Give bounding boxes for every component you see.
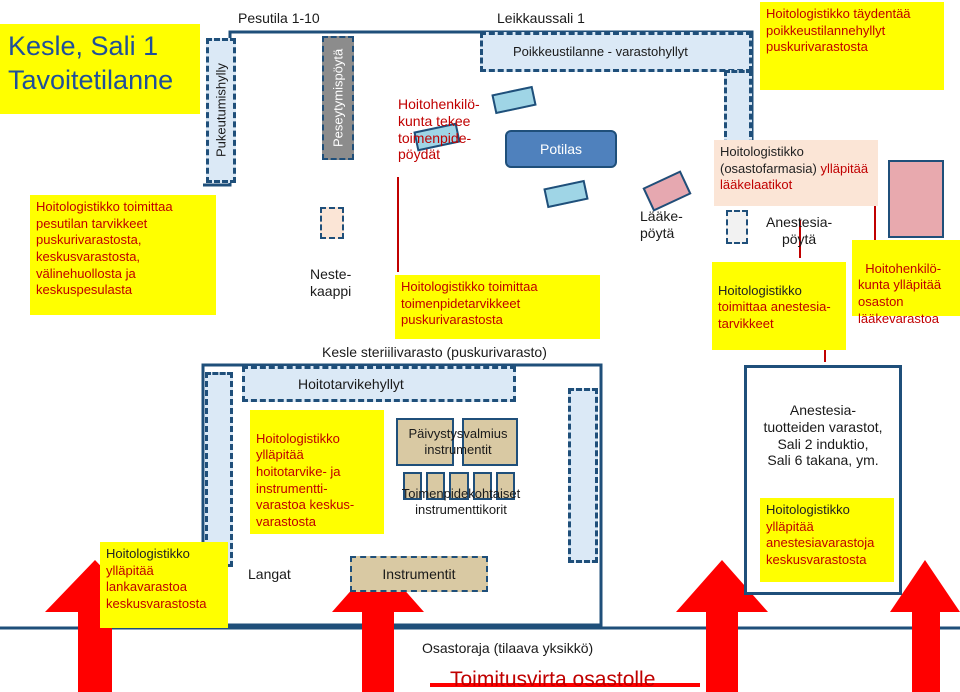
pesutila-note-dark: pesutilan tarvikkeet puskurivarastosta, … (36, 215, 148, 298)
osastoraja-label: Osastoraja (tilaava yksikkö) (422, 640, 594, 656)
laakevarasto-box (888, 160, 944, 238)
hoitotarvikehyllyt-shelf (242, 366, 516, 402)
toimitusvirta-label: Toimitusvirta osastolle (450, 668, 656, 691)
sali-room-outline (203, 30, 754, 190)
storage-room-outline (201, 363, 603, 627)
leikkaussali-label: Leikkaussali 1 (497, 10, 585, 26)
anestesiatarvikkeet-note: Hoitologistikko toimittaa anestesia- tar… (712, 262, 846, 350)
pesutila-note: Hoitologistikko toimittaa pesutilan tarv… (30, 195, 216, 315)
anestesiapoyta-label: Anestesia- pöytä (766, 214, 833, 247)
hoitotarvikehyllyt-label: Hoitotarvikehyllyt (298, 376, 404, 392)
lankavarasto-dark: Hoitologistikko (106, 546, 190, 561)
poikkeustilanne-shelf (480, 32, 752, 72)
laakevarasto-note: Hoitohenkilö- kunta ylläpitää osaston lä… (852, 240, 960, 326)
instrument-basket (449, 472, 469, 500)
paivystys-label: Päivystysvalmius instrumentit (408, 426, 508, 457)
pukeutumishylly-label: Pukeutumishylly (213, 63, 229, 158)
osastofarmasia-red: ylläpitää lääkelaatikot (720, 160, 869, 193)
nestekaappi-label: Neste- kaappi (310, 266, 352, 299)
anestesia-varastot-label: Anestesia- tuotteiden varastot, Sali 2 i… (763, 402, 883, 469)
instrument-basket (403, 472, 423, 500)
lankavarasto-note: Hoitologistikko ylläpitää lankavarastoa … (100, 542, 228, 628)
anestesia-cart (726, 210, 748, 244)
anestesiavarasto-note: Hoitologistikko ylläpitää anestesiavaras… (760, 498, 894, 582)
poikkeustilanne-label: Poikkeustilanne - varastohyllyt (513, 44, 688, 59)
laakepoyta-label: Lääke- pöytä (640, 208, 683, 241)
anestesiavarasto-dark: Hoitologistikko (766, 502, 850, 517)
langat-label: Langat (248, 566, 291, 582)
hoitotarvike-varasto-note: Hoitologistikko ylläpitää hoitotarvike- … (250, 410, 384, 534)
pukeutumishylly: Pukeutumishylly (206, 38, 236, 183)
taydentaa-note: Hoitologistikko täydentää poikkeustilann… (760, 2, 944, 90)
osastofarmasia-dark: Hoitologistikko (osastofarmasia) (720, 144, 817, 176)
instrument-basket (495, 472, 516, 500)
instrumentit-shelf: Instrumentit (350, 556, 488, 592)
instrument-basket (426, 472, 446, 500)
potilas-label: Potilas (539, 141, 583, 157)
page-title: Kesle, Sali 1 Tavoitetilanne (0, 24, 200, 114)
hoitotarvike-varasto-text: Hoitologistikko ylläpitää hoitotarvike- … (256, 430, 355, 529)
paivystys-box-1 (396, 418, 454, 466)
instrument-basket (472, 472, 492, 500)
left-shelf (205, 372, 233, 567)
connector-line (858, 204, 876, 242)
peseytymispoyta-label: Peseytymispöytä (330, 48, 346, 148)
arrow-up-icon (332, 560, 424, 692)
taydentaa-text: Hoitologistikko täydentää poikkeustilann… (766, 6, 911, 55)
lankavarasto-red: ylläpitää lankavarastoa keskusvarastosta (106, 562, 207, 611)
paivystys-box-2 (462, 418, 518, 466)
laakevarasto-text: Hoitohenkilö- kunta ylläpitää osaston lä… (858, 260, 942, 326)
anestesiatarvikkeet-red: toimittaa anestesia- tarvikkeet (718, 299, 831, 331)
instrument-baskets (403, 472, 516, 500)
anestesiatarvikkeet-dark: Hoitologistikko (718, 282, 802, 298)
toimenpidekori-label: Toimenpidekohtaiset instrumenttikorit (401, 486, 521, 517)
anestesiavarasto-red: ylläpitää anestesiavarastoja keskusvaras… (766, 518, 875, 567)
potilas-table: Potilas (505, 130, 617, 168)
osastofarmasia-note: Hoitologistikko (osastofarmasia) ylläpit… (714, 140, 878, 206)
instrumentit-label: Instrumentit (382, 566, 456, 582)
steriilivarasto-label: Kesle steriilivarasto (puskurivarasto) (322, 344, 547, 360)
pesutila-label: Pesutila 1-10 (238, 10, 320, 26)
toimenpidetarvikkeet-note: Hoitologistikko toimittaa toimenpidetarv… (395, 275, 600, 339)
right-storage-shelf (568, 388, 598, 563)
arrow-up-icon (890, 560, 960, 692)
toimenpidetarvikkeet-text: Hoitologistikko toimittaa toimenpidetarv… (401, 279, 538, 328)
peseytymispoyta: Peseytymispöytä (322, 36, 354, 160)
pesutila-note-red: Hoitologistikko toimittaa (36, 199, 173, 214)
hoitohenkilokunta-note: Hoitohenkilö- kunta tekee toimenpide- pö… (398, 96, 480, 163)
nestekaappi-box (320, 207, 344, 239)
